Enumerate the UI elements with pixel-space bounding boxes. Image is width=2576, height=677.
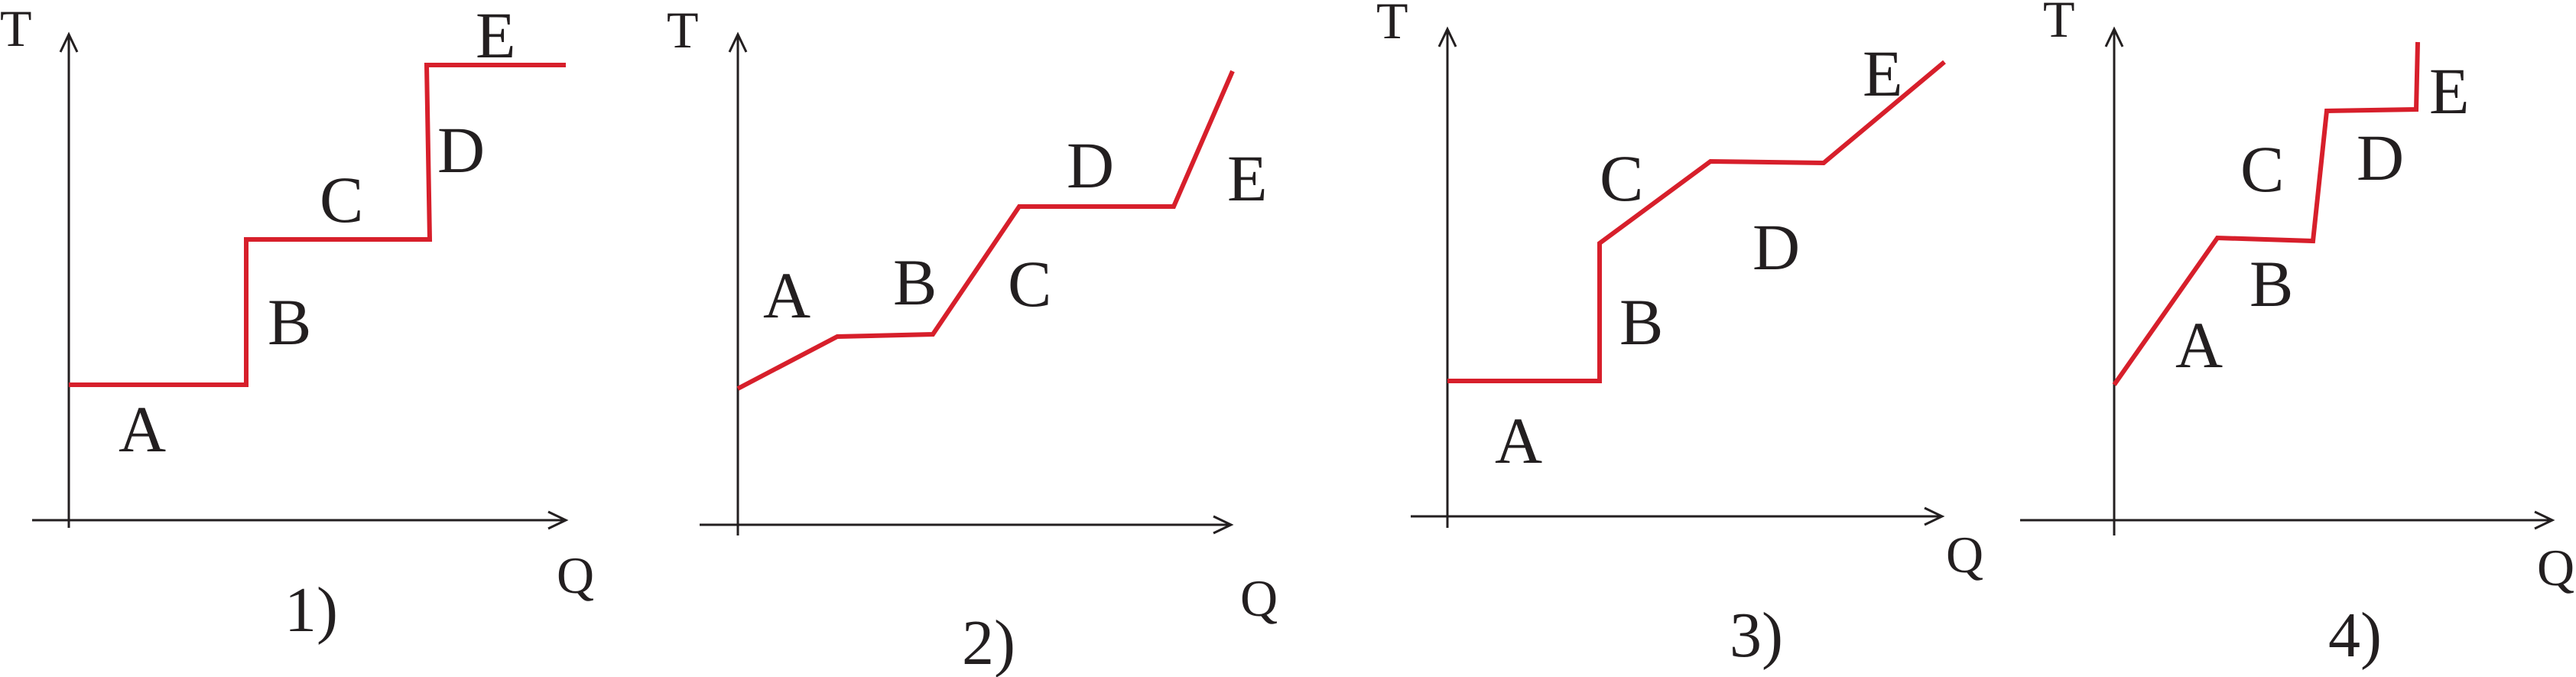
diagram-2-curve <box>736 70 1235 391</box>
diagram-1-y-arrowhead <box>59 31 79 53</box>
diagram-3-curve <box>1447 60 1946 383</box>
diagram-3-x-label: Q <box>1946 526 1983 584</box>
diagram-1-segment-label-b: B <box>268 285 311 359</box>
diagram-3-segment-label-e: E <box>1863 37 1903 110</box>
diagram-1-x-label: Q <box>557 546 594 604</box>
diagram-3-number: 3) <box>1730 600 1783 671</box>
diagram-2: T Q A B C D E 2) <box>667 1 1278 677</box>
diagram-1-curve <box>69 63 566 387</box>
diagram-1-y-label: T <box>0 0 32 57</box>
diagram-4-segment-label-c: C <box>2240 132 2284 206</box>
diagram-4-number: 4) <box>2328 600 2382 671</box>
diagram-2-x-label: Q <box>1240 569 1278 627</box>
diagram-2-segment-label-d: D <box>1067 129 1114 202</box>
diagram-3-y-arrowhead <box>1437 26 1457 47</box>
diagram-1: T Q A B C D E 1) <box>0 0 594 646</box>
diagram-2-number: 2) <box>962 607 1015 677</box>
diagram-1-x-arrowhead <box>547 510 569 530</box>
diagram-4-curve <box>2112 41 2420 386</box>
diagram-3-segment-label-d: D <box>1753 210 1800 284</box>
diagram-2-y-arrowhead <box>728 31 748 53</box>
diagram-1-segment-label-e: E <box>476 0 516 72</box>
diagram-4-segment-label-a: A <box>2175 308 2223 382</box>
diagram-3-x-arrowhead <box>1924 506 1945 526</box>
diagram-3: T Q A B C D E 3) <box>1376 0 1983 671</box>
diagram-4-segment-label-e: E <box>2429 54 2470 128</box>
diagram-2-x-arrowhead <box>1213 515 1234 535</box>
diagram-2-segment-label-b: B <box>893 246 937 319</box>
diagram-3-segment-label-c: C <box>1600 142 1643 215</box>
diagram-4-segment-label-d: D <box>2357 121 2404 194</box>
diagram-3-y-label: T <box>1376 0 1408 50</box>
diagram-2-segment-label-c: C <box>1008 247 1051 321</box>
diagram-1-segment-label-a: A <box>119 392 166 466</box>
diagram-2-y-label: T <box>667 1 699 59</box>
diagram-4-y-label: T <box>2043 0 2075 48</box>
diagram-3-segment-label-a: A <box>1495 404 1542 477</box>
diagram-4-segment-label-b: B <box>2250 247 2293 321</box>
diagram-3-segment-label-b: B <box>1619 285 1663 359</box>
diagram-4-x-arrowhead <box>2534 510 2555 530</box>
diagram-1-segment-label-d: D <box>437 113 485 187</box>
diagram-1-segment-label-c: C <box>320 163 363 236</box>
diagram-4: T Q A B C D E 4) <box>2020 0 2574 671</box>
diagram-4-y-arrowhead <box>2104 26 2124 47</box>
diagram-1-number: 1) <box>284 574 338 646</box>
diagram-4-x-label: Q <box>2537 539 2574 597</box>
diagram-2-segment-label-a: A <box>763 259 810 332</box>
diagram-2-segment-label-e: E <box>1227 142 1268 215</box>
